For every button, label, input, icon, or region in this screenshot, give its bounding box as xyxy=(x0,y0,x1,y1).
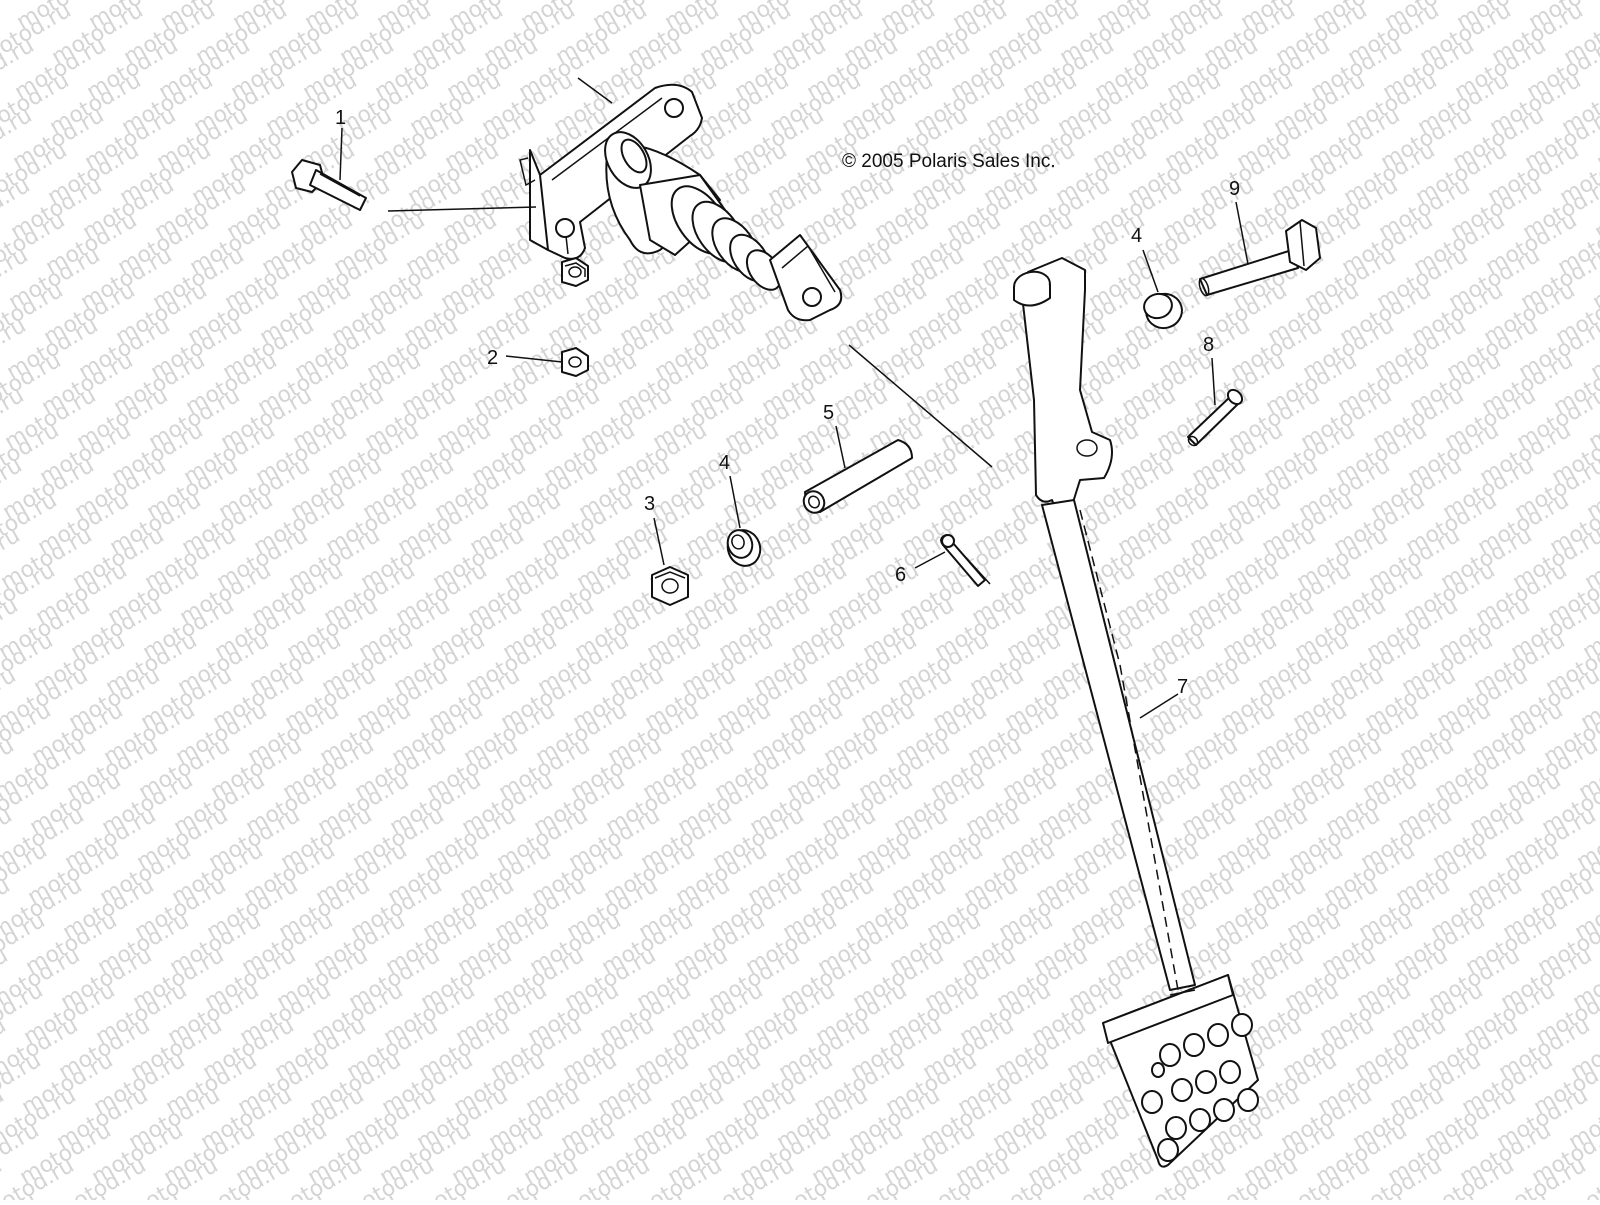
copyright-text: © 2005 Polaris Sales Inc. xyxy=(842,151,1056,172)
part-nut-3 xyxy=(652,567,688,605)
callout-5: 5 xyxy=(823,402,834,424)
callout-4a: 4 xyxy=(719,452,730,474)
callout-2: 2 xyxy=(487,347,498,369)
part-nut-2 xyxy=(562,258,588,286)
callout-9: 9 xyxy=(1229,178,1240,200)
callout-6: 6 xyxy=(895,564,906,586)
callout-7: 7 xyxy=(1177,676,1188,698)
callout-4b: 4 xyxy=(1131,225,1142,247)
callout-8: 8 xyxy=(1203,334,1214,356)
callout-3: 3 xyxy=(644,493,655,515)
callout-1: 1 xyxy=(335,107,346,129)
